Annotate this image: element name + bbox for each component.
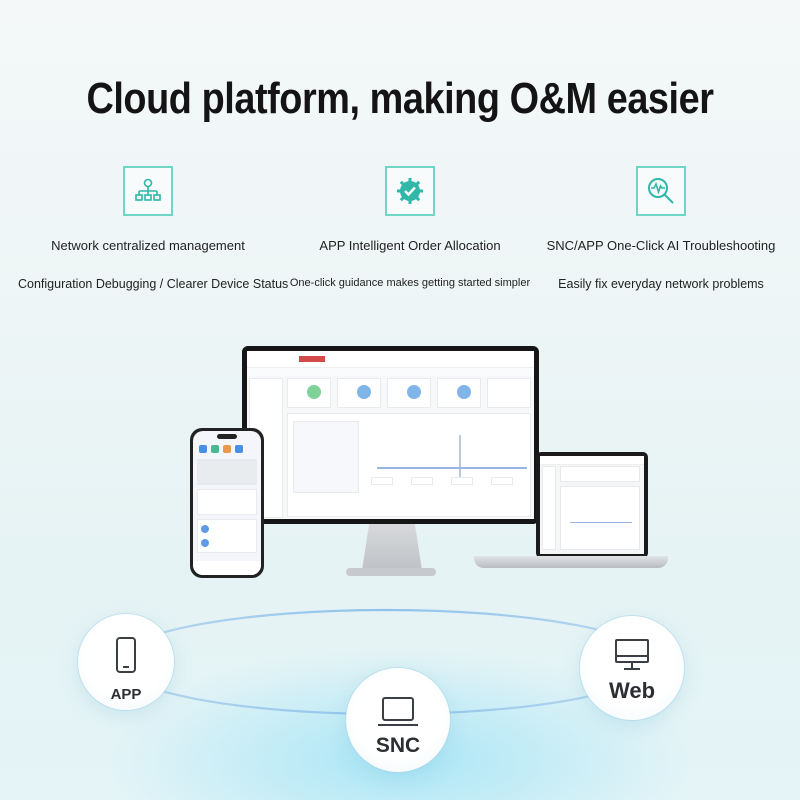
monitor-stand: [362, 524, 422, 570]
feature-subtitle: One-click guidance makes getting started…: [289, 277, 531, 289]
feature-subtitle: Configuration Debugging / Clearer Device…: [18, 277, 289, 291]
smartphone: [190, 428, 264, 578]
magnifier-pulse-icon: [636, 166, 686, 216]
platform-label: Web: [608, 678, 656, 703]
platform-label: SNC: [375, 734, 421, 757]
laptop-base: [474, 556, 668, 568]
feature-order-allocation: APP Intelligent Order Allocation One-cli…: [280, 166, 540, 289]
gear-check-icon: [385, 166, 435, 216]
smartphone-icon: [116, 637, 136, 673]
platform-app: APP: [78, 614, 174, 710]
platform-label: APP: [110, 686, 142, 703]
network-hierarchy-icon: [123, 166, 173, 216]
platform-snc: SNC: [346, 668, 450, 772]
feature-network-management: Network centralized management Configura…: [18, 166, 289, 291]
monitor-base: [346, 568, 436, 576]
feature-ai-troubleshooting: SNC/APP One-Click AI Troubleshooting Eas…: [531, 166, 791, 291]
desktop-monitor: [242, 346, 539, 524]
feature-subtitle: Easily fix everyday network problems: [558, 277, 764, 291]
platform-web: Web: [580, 616, 684, 720]
laptop-screen: [540, 456, 644, 554]
monitor-screen: [247, 351, 534, 519]
desktop-monitor-icon: [615, 639, 649, 670]
phone-screen: [193, 431, 261, 575]
laptop-icon: [378, 697, 418, 726]
laptop: [536, 452, 648, 558]
feature-title: SNC/APP One-Click AI Troubleshooting: [546, 238, 776, 253]
page-title: Cloud platform, making O&M easier: [86, 74, 714, 123]
feature-title: APP Intelligent Order Allocation: [319, 238, 501, 253]
feature-title: Network centralized management: [51, 238, 245, 253]
